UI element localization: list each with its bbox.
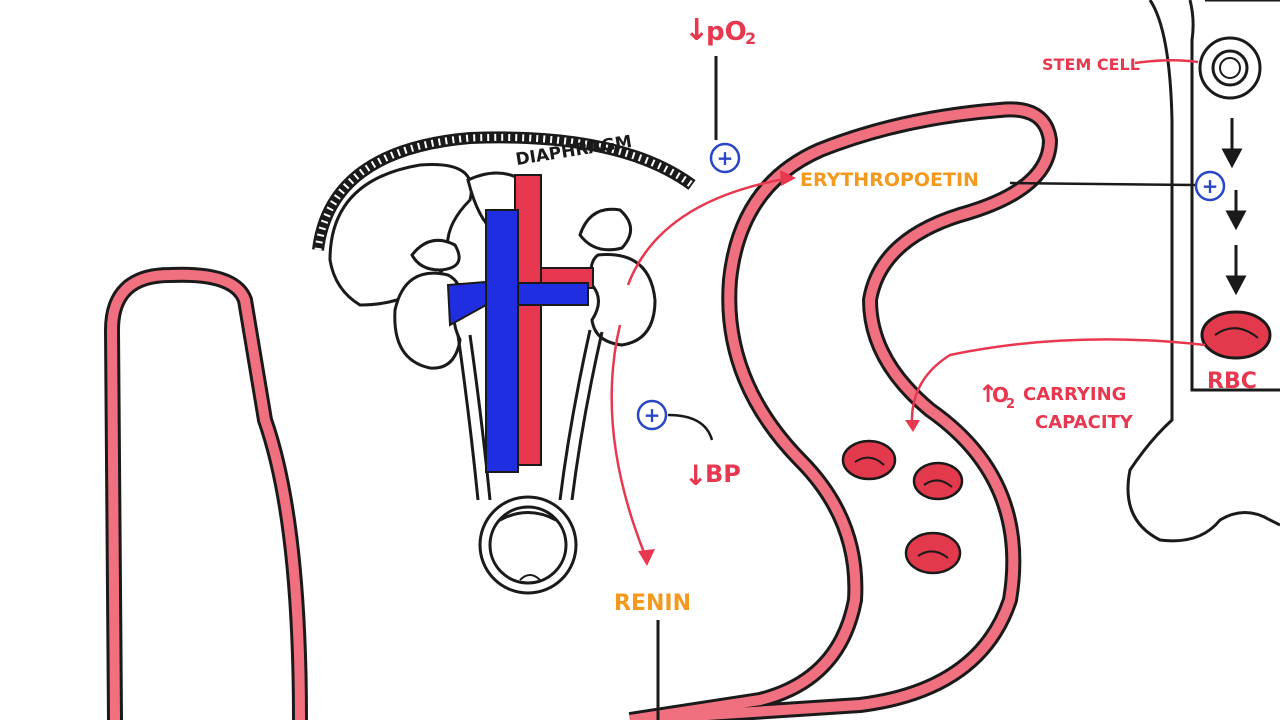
plus-label: + [644, 403, 661, 427]
stem-cell [1198, 36, 1262, 100]
o2-subscript: 2 [1006, 397, 1015, 412]
plus-circle-icon: + [1194, 170, 1226, 202]
kidney-to-renin-arrow [610, 324, 655, 566]
stem-cell-label: STEM CELL [1042, 55, 1140, 74]
stem-cell-pointer [1134, 59, 1199, 65]
o2-up-arrow: ↑ [978, 380, 998, 408]
capacity-text: CAPACITY [1035, 412, 1134, 433]
plus-circle-icon: + [636, 399, 668, 431]
rbc-to-capacity-arrow [905, 338, 1206, 432]
bp-text: BP [705, 460, 741, 488]
plus-circle-icon: + [709, 142, 741, 174]
bone-marrow [1126, 0, 1280, 543]
o2-carrying-capacity-label: ↑ O 2 CARRYING CAPACITY [978, 380, 1134, 433]
po2-label: ↓ pO 2 [684, 13, 756, 48]
rbc-icon [904, 531, 962, 575]
carrying-text: CARRYING [1023, 384, 1126, 405]
rbc-label: RBC [1207, 369, 1257, 394]
rbc-in-marrow-icon [1200, 310, 1272, 360]
po2-text: pO [706, 17, 747, 47]
o2-text: O [992, 383, 1009, 407]
po2-down-arrow: ↓ [684, 13, 709, 48]
maturation-arrows [1221, 118, 1247, 296]
rbc-icon [912, 461, 964, 501]
plus-label: + [1202, 174, 1219, 198]
s-shaped-blood-vessel [628, 101, 1058, 720]
erythropoetin-label: ERYTHROPOETIN [800, 169, 979, 191]
bp-down-arrow: ↓ [684, 459, 707, 492]
rbc-icon [841, 439, 897, 481]
bp-connector [667, 413, 714, 441]
kidney-to-epo-arrow [626, 170, 796, 286]
renin-label: RENIN [614, 591, 691, 616]
left-blood-vessel [103, 266, 308, 720]
epo-to-marrow-arrow [1009, 181, 1196, 187]
bp-label: ↓ BP [684, 459, 741, 492]
abdominal-anatomy [312, 131, 696, 595]
red-blood-cells [841, 439, 964, 575]
po2-subscript: 2 [745, 29, 756, 48]
plus-label: + [717, 146, 734, 170]
